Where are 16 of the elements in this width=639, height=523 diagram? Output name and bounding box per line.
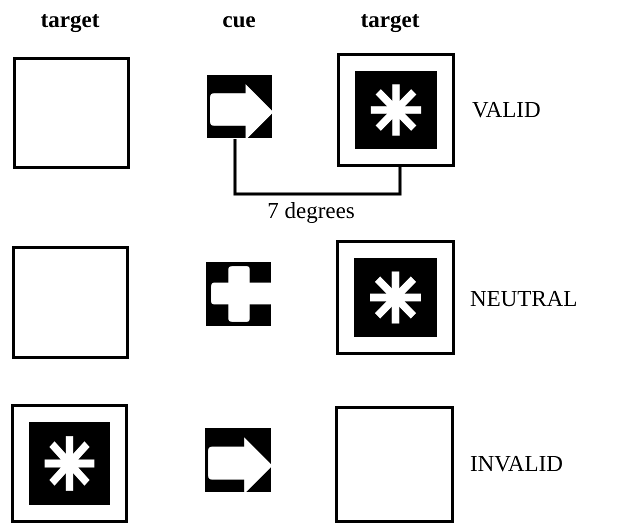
cross-cue-icon bbox=[206, 262, 271, 326]
arrow-cue-icon bbox=[207, 75, 272, 138]
condition-label: INVALID bbox=[470, 452, 563, 475]
condition-label: NEUTRAL bbox=[470, 287, 578, 310]
column-header: target bbox=[360, 8, 420, 31]
arrow-cue-icon bbox=[205, 428, 271, 492]
target-box bbox=[337, 53, 455, 167]
empty-box bbox=[12, 246, 129, 359]
empty-box bbox=[335, 406, 454, 523]
target-box bbox=[11, 404, 128, 523]
column-header: cue bbox=[222, 8, 256, 31]
condition-label: VALID bbox=[472, 98, 541, 121]
target-box bbox=[336, 240, 455, 355]
column-header: target bbox=[40, 8, 100, 31]
empty-box bbox=[13, 57, 130, 169]
distance-label: 7 degrees bbox=[267, 199, 355, 222]
